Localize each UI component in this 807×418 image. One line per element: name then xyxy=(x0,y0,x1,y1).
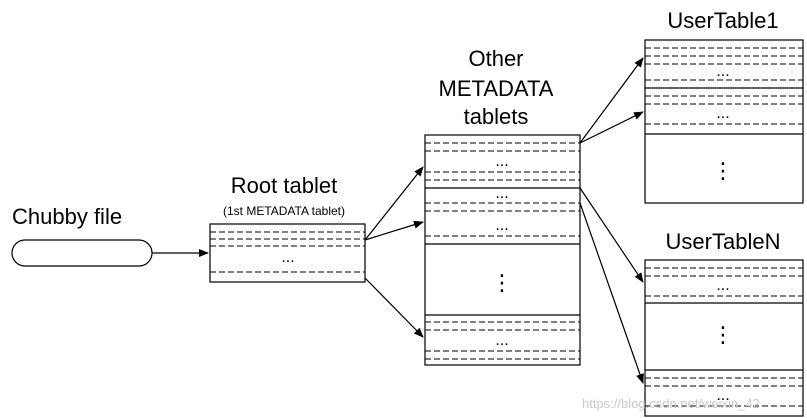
root-tablet-ellipsis: ... xyxy=(281,249,294,266)
metadata-title-line-2: METADATA xyxy=(439,76,554,101)
user-table-1-box: ... ... ⋮ xyxy=(644,39,804,204)
metadata-row-2-ellipsis: ... xyxy=(495,185,508,202)
arrow-metadata-to-user-table-1-row-1 xyxy=(579,57,644,144)
watermark-text: https://blog.csdn.net/weixin_42 xyxy=(582,396,760,411)
root-tablet-title: Root tablet xyxy=(231,173,337,198)
root-tablet-box: ... xyxy=(209,223,366,283)
metadata-tablets-box: ... ... ... ⋮ ... xyxy=(424,134,581,366)
metadata-row-3-ellipsis: ... xyxy=(495,217,508,234)
user-table-n-row-1-ellipsis: ... xyxy=(716,277,729,294)
arrow-metadata-to-user-table-n-row-1 xyxy=(579,187,644,283)
metadata-row-4-ellipsis: ... xyxy=(495,332,508,349)
user-table-1-title: UserTable1 xyxy=(667,8,778,33)
metadata-vertical-ellipsis: ⋮ xyxy=(491,270,513,295)
metadata-row-1-ellipsis: ... xyxy=(495,153,508,170)
chubby-file-capsule xyxy=(11,239,153,267)
metadata-title-line-1: Other xyxy=(468,46,523,71)
user-table-1-row-2-ellipsis: ... xyxy=(716,105,729,122)
user-table-1-row-1-ellipsis: ... xyxy=(716,63,729,80)
user-table-1-vertical-ellipsis: ⋮ xyxy=(712,158,734,183)
chubby-file-label: Chubby file xyxy=(12,204,122,229)
arrow-root-to-metadata-3 xyxy=(364,277,424,338)
user-table-n-title: UserTableN xyxy=(666,229,781,254)
metadata-title-line-3: tablets xyxy=(464,104,529,129)
user-table-n-row-2-ellipsis: ... xyxy=(716,387,729,404)
arrow-metadata-to-user-table-1-row-2 xyxy=(579,111,644,144)
user-table-n-box: ... ⋮ ... xyxy=(644,259,804,417)
user-table-n-vertical-ellipsis: ⋮ xyxy=(712,322,734,347)
arrow-root-to-metadata-1 xyxy=(364,166,424,241)
arrow-root-to-metadata-2 xyxy=(364,220,424,241)
arrow-metadata-to-user-table-n-row-2 xyxy=(579,202,644,384)
root-tablet-subtitle: (1st METADATA tablet) xyxy=(223,204,345,218)
